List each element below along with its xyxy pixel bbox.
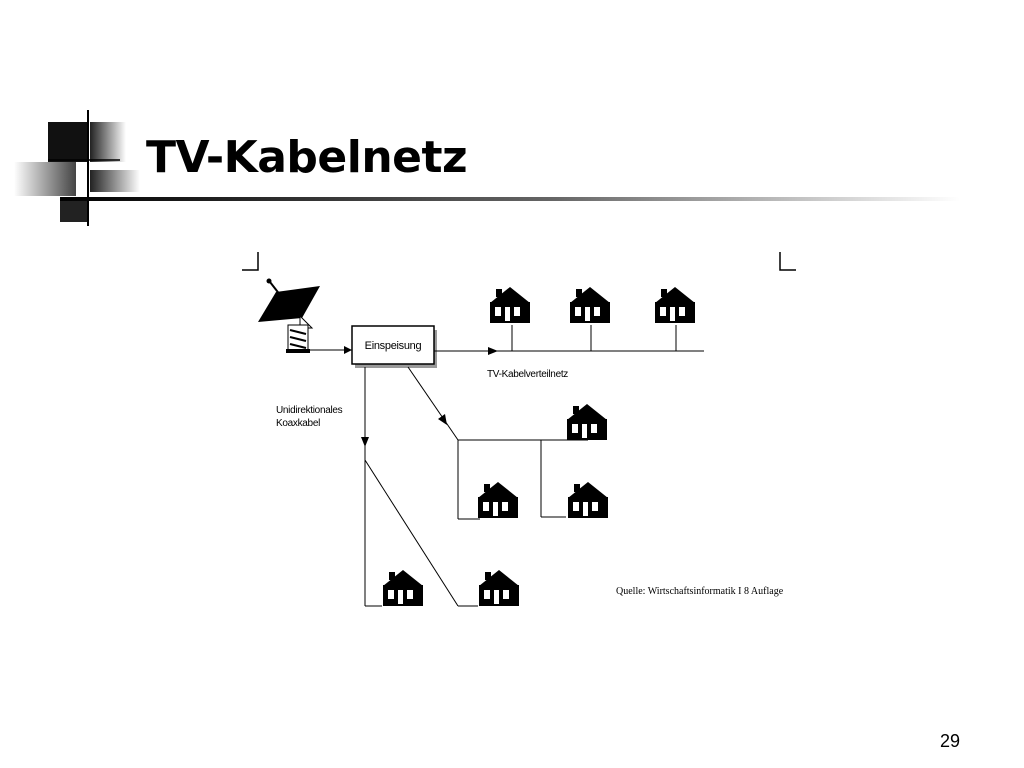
arrow-head-icon (438, 414, 447, 425)
source-citation: Quelle: Wirtschaftsinformatik I 8 Auflag… (616, 586, 784, 597)
feed-box-label: Einspeisung (365, 340, 422, 352)
corner-ornament (14, 110, 140, 226)
title-rule (60, 197, 960, 201)
house-icon (478, 482, 518, 518)
house-icon (567, 404, 607, 440)
page-number: 29 (940, 731, 961, 751)
network-label: TV-Kabelverteilnetz (487, 369, 568, 380)
house-icon (479, 570, 519, 606)
house-icon (655, 287, 695, 323)
house-icon (383, 570, 423, 606)
crop-mark-right (779, 252, 796, 271)
arrow-head-icon (361, 437, 369, 447)
slide-title: TV-Kabelnetz (146, 132, 468, 183)
cable-label-line2: Koaxkabel (276, 418, 320, 429)
house-icon (570, 287, 610, 323)
crop-mark-left (242, 252, 259, 271)
house-icon (490, 287, 530, 323)
cable-label-line1: Unidirektionales (276, 405, 343, 416)
arrow-head-icon (344, 346, 352, 354)
house-icon (568, 482, 608, 518)
feed-box (351, 325, 435, 365)
arrow-head-icon (488, 347, 498, 355)
satellite-dish-icon (258, 278, 320, 353)
